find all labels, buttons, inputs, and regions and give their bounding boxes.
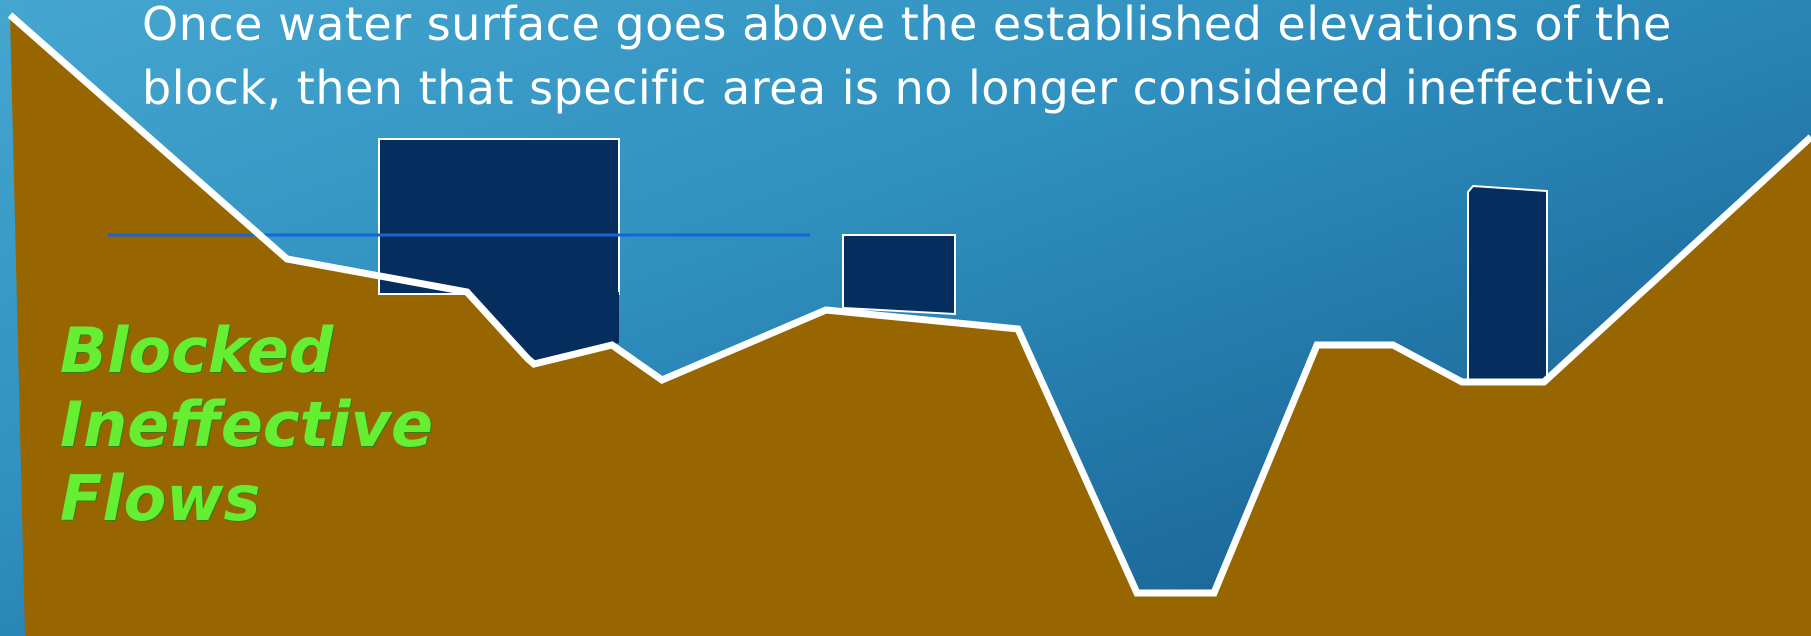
ineffective-block-middle [842,234,956,316]
ineffective-block-left [378,138,620,295]
caption-line-1: Once water surface goes above the establ… [142,0,1672,51]
caption: Once water surface goes above the establ… [142,0,1802,120]
label-line-2: Ineffective [60,388,434,461]
ground-cross-section [10,15,1811,636]
ineffective-block-left-lower [467,292,619,364]
label-line-3: Flows [60,462,261,535]
caption-line-2: block, then that specific area is no lon… [142,61,1669,115]
blocked-ineffective-flows-label: Blocked Ineffective Flows [60,314,433,536]
ground-outline [7,12,1811,597]
ineffective-block-right [1467,184,1548,383]
label-line-1: Blocked [60,314,334,387]
